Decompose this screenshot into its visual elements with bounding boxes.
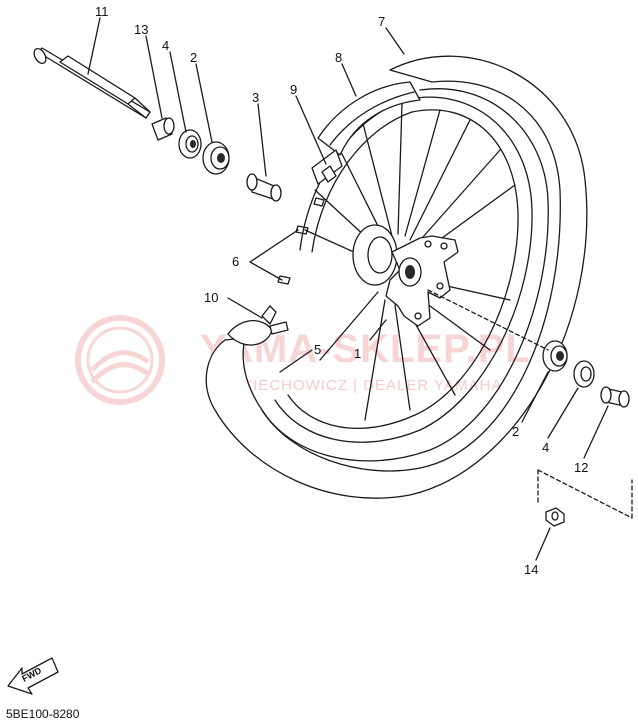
part-8-tube <box>317 81 421 156</box>
part-10-valve <box>227 305 289 346</box>
part-11-axle <box>33 47 151 119</box>
callout-2-right: 2 <box>512 424 519 439</box>
callout-4-left: 4 <box>162 38 169 53</box>
part-3-spacer <box>246 173 282 202</box>
part-5-tire <box>205 55 588 499</box>
callout-1: 1 <box>354 346 361 361</box>
leader-lines <box>87 17 609 561</box>
callout-9: 9 <box>290 82 297 97</box>
callout-4-right: 4 <box>542 440 549 455</box>
part-9-rim-lock <box>311 149 343 185</box>
callout-6: 6 <box>232 254 239 269</box>
callout-7: 7 <box>378 14 385 29</box>
diagram-code: 5BE100-8280 <box>6 707 80 721</box>
callout-2-left: 2 <box>190 50 197 65</box>
fwd-arrow-icon: FWD <box>7 657 59 695</box>
callout-11: 11 <box>95 4 109 19</box>
callout-numbers: 11 13 4 2 3 9 8 7 6 10 5 1 2 4 12 14 <box>95 4 588 577</box>
watermark-logo-icon <box>75 315 165 405</box>
alignment-lines <box>427 289 633 519</box>
callout-12: 12 <box>574 460 588 475</box>
part-13-collar <box>151 117 175 141</box>
watermark-sub-text: WOJCIECHOWICZ | DEALER YAMAHA <box>205 377 502 394</box>
part-6-spoke-nipples <box>277 197 325 285</box>
callout-14: 14 <box>524 562 538 577</box>
part-14-nut <box>545 507 565 527</box>
callout-13: 13 <box>134 22 148 37</box>
part-2-bearing-right <box>542 340 568 372</box>
callout-8: 8 <box>335 50 342 65</box>
spokes <box>304 103 516 421</box>
part-12-collar-right <box>600 386 630 408</box>
callout-10: 10 <box>204 290 218 305</box>
part-1-hub <box>352 224 459 327</box>
callout-3: 3 <box>252 90 259 105</box>
part-2-bearing-left <box>202 141 230 175</box>
part-4-oil-seal-right <box>573 360 595 388</box>
part-4-oil-seal-left <box>178 129 202 159</box>
callout-5: 5 <box>314 342 321 357</box>
